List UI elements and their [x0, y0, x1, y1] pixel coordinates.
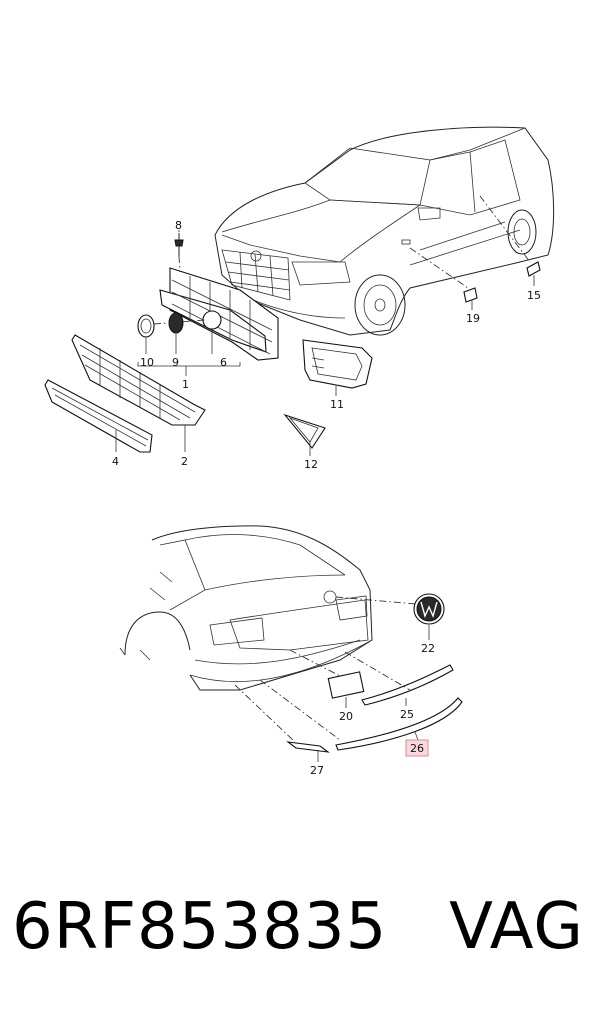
upper-grille-part [159, 267, 279, 361]
callout-8: 8 [175, 219, 182, 232]
callout-2: 2 [181, 455, 188, 468]
callout-1: 1 [182, 378, 189, 391]
callout-25: 25 [400, 708, 414, 721]
callout-26: 26 [410, 742, 424, 755]
front-leader-lines [115, 230, 535, 456]
upper-chrome-strip-part [361, 664, 454, 706]
part-number-text: 6RF853835 [12, 890, 388, 964]
callout-11: 11 [330, 398, 344, 411]
callout-15: 15 [527, 289, 541, 302]
brand-text: VAG [449, 890, 584, 964]
callout-6: 6 [220, 356, 227, 369]
side-trim-part [286, 741, 330, 753]
rear-guide-lines [234, 649, 411, 743]
callout-27: 27 [310, 764, 324, 777]
trim-strip-part [44, 379, 153, 453]
callout-4: 4 [112, 455, 119, 468]
rear-emblem-part [413, 593, 445, 625]
triangle-trim-part [283, 413, 326, 449]
highlight-box-26 [405, 739, 429, 757]
small-marker-parts [409, 195, 541, 303]
rear-car-drawing [119, 525, 417, 691]
rear-leader-lines [317, 625, 430, 762]
callout-20: 20 [339, 710, 353, 723]
bolt-part [174, 233, 184, 273]
callout-10: 10 [140, 356, 154, 369]
fog-trim-part [302, 339, 373, 389]
front-car-drawing [214, 126, 555, 336]
plate-reflector-part [327, 671, 365, 699]
parts-diagram: 8 10 9 6 1 11 4 2 12 15 19 22 20 25 26 2… [44, 126, 555, 777]
callout-9: 9 [172, 356, 179, 369]
callout-22: 22 [421, 642, 435, 655]
badge-parts [137, 312, 206, 338]
callout-19: 19 [466, 312, 480, 325]
callout-12: 12 [304, 458, 318, 471]
lower-chrome-strip-part [335, 697, 463, 751]
lower-grille-part [71, 334, 206, 426]
